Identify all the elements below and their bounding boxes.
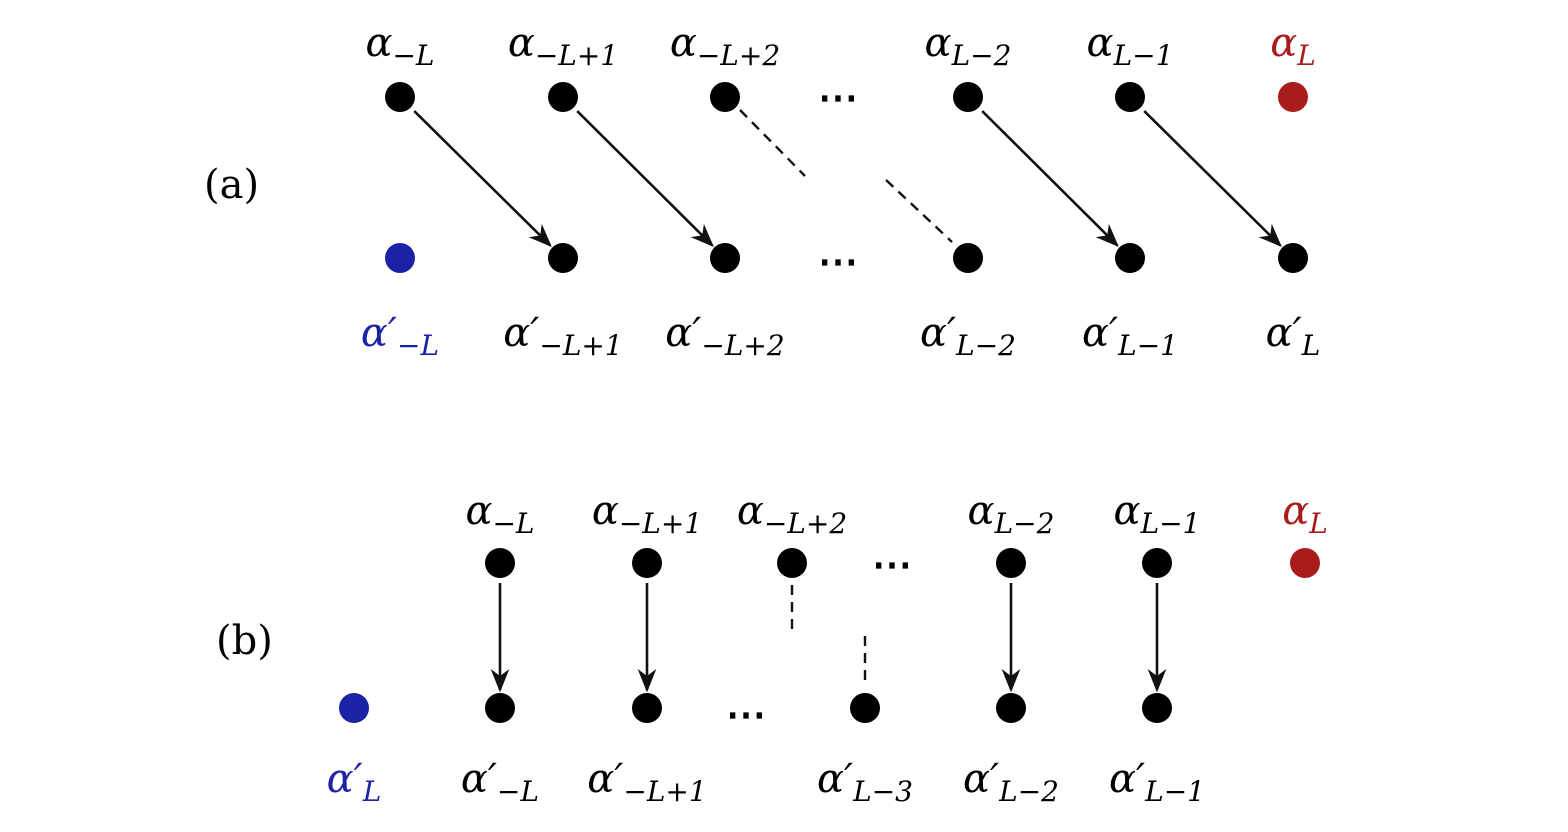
- panel-b-top-label-3: αL−2: [968, 488, 1055, 540]
- panel-a-bottom-label-4: α′L−1: [1082, 310, 1178, 362]
- panel-a-top-node-4: [1115, 82, 1145, 112]
- panel-b-top-label-0: α−L: [465, 488, 534, 540]
- panel-b-top-ellipsis: ⋯: [872, 541, 912, 588]
- panel-a-arrow-3: [1143, 110, 1282, 247]
- panel-a-arrow-2: [981, 110, 1119, 247]
- panel-a-top-node-2: [710, 82, 740, 112]
- panel-b-top-node-2: [777, 548, 807, 578]
- panel-b-label: (b): [216, 618, 273, 664]
- panel-a-bottom-label-1: α′−L+1: [503, 310, 622, 362]
- panel-b-bottom-node-5: [1142, 693, 1172, 723]
- panel-a-top-label-5: αL: [1270, 20, 1316, 72]
- panel-b-bottom-label-5: α′L−1: [1109, 756, 1205, 808]
- panel-b-bottom-label-3: α′L−3: [817, 756, 913, 808]
- panel-a-top-label-0: α−L: [365, 20, 434, 72]
- panel-a-bottom-label-5: α′L: [1266, 310, 1321, 362]
- panel-a-bottom-node-3: [953, 243, 983, 273]
- panel-b-top-label-1: α−L+1: [592, 488, 702, 540]
- panel-a-bottom-node-4: [1115, 243, 1145, 273]
- panel-b-bottom-node-2: [632, 693, 662, 723]
- panel-a-bottom-node-0: [385, 243, 415, 273]
- panel-a-bottom-label-2: α′−L+2: [665, 310, 784, 362]
- panel-a-bottom-label-3: α′L−2: [920, 310, 1016, 362]
- panel-b-bottom-node-1: [485, 693, 515, 723]
- panel-b-top-node-4: [1142, 548, 1172, 578]
- edges-layer: [413, 109, 1282, 693]
- panel-b-bottom-label-2: α′−L+1: [587, 756, 706, 808]
- panel-a-top-ellipsis: ⋯: [818, 74, 858, 121]
- panel-a-bottom-node-2: [710, 243, 740, 273]
- panel-b-top-label-2: α−L+2: [737, 488, 847, 540]
- panel-a-top-node-3: [953, 82, 983, 112]
- panel-a-top-label-2: α−L+2: [670, 20, 780, 72]
- panel-a-top-node-5: [1278, 82, 1308, 112]
- panel-a-top-label-1: α−L+1: [508, 20, 618, 72]
- panel-a-top-node-0: [385, 82, 415, 112]
- panel-a-dashed-connector-1: [885, 179, 953, 243]
- panel-a-dashed-connector-0: [739, 109, 806, 177]
- panel-a-bottom-node-1: [548, 243, 578, 273]
- panel-b-bottom-label-1: α′−L: [461, 756, 539, 808]
- panel-b-top-node-3: [996, 548, 1026, 578]
- panel-b-top-node-1: [632, 548, 662, 578]
- panel-b-top-node-5: [1290, 548, 1320, 578]
- panel-b-top-node-0: [485, 548, 515, 578]
- panel-a-bottom-label-0: α′−L: [361, 310, 439, 362]
- panel-b-top-label-5: αL: [1282, 488, 1328, 540]
- panel-b-bottom-node-3: [850, 693, 880, 723]
- panel-b-bottom-label-4: α′L−2: [963, 756, 1059, 808]
- panel-b-bottom-node-0: [339, 693, 369, 723]
- panel-a-bottom-node-5: [1278, 243, 1308, 273]
- nodes-layer: [339, 82, 1320, 723]
- panel-b-top-label-4: αL−1: [1114, 488, 1201, 540]
- panel-a-bottom-ellipsis: ⋯: [818, 238, 858, 285]
- panel-b-bottom-node-4: [996, 693, 1026, 723]
- panel-a-arrow-0: [413, 110, 552, 247]
- panel-a-top-label-3: αL−2: [925, 20, 1012, 72]
- panel-b-bottom-label-0: α′L: [327, 756, 382, 808]
- panel-a-label: (a): [204, 162, 259, 208]
- panel-a-arrow-1: [576, 110, 714, 247]
- panel-a-top-node-1: [548, 82, 578, 112]
- panel-b-bottom-ellipsis: ⋯: [726, 691, 766, 738]
- labels-layer: α−L α−L+1 α−L+2 αL−2 αL−1 αL α′−L α′−L+1 α′−L+2 α…: [327, 20, 1328, 808]
- panel-a-top-label-4: αL−1: [1087, 20, 1174, 72]
